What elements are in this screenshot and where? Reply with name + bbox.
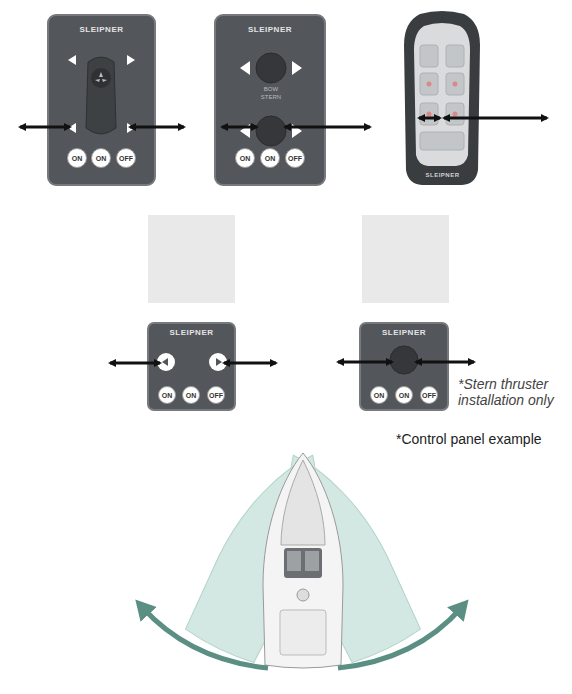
control-panel: SLEIPNER ON ON OFF (48, 15, 155, 185)
footnote: *Control panel example (396, 431, 542, 447)
button-label: ON (72, 155, 83, 162)
power-button: ON (260, 148, 280, 168)
power-button: ON (67, 148, 87, 168)
brand-name: SLEIPNER (425, 172, 459, 178)
button-label: OFF (209, 392, 223, 399)
button-label: OFF (119, 155, 133, 162)
brand-name: SLEIPNER (169, 328, 213, 337)
footnote: *Stern thruster installation only (458, 376, 568, 408)
power-button: OFF (420, 386, 438, 404)
control-panel: SLEIPNER ON ON OFF (360, 323, 448, 410)
power-button: ON (395, 386, 413, 404)
control-panel: SLEIPNER ON ON OFF (148, 323, 235, 410)
button-label: ON (374, 392, 385, 399)
button-label: ON (186, 392, 197, 399)
power-button: OFF (207, 386, 225, 404)
remote-control: SLEIPNER (405, 12, 480, 185)
button-label: OFF (288, 155, 302, 162)
power-button: ON (370, 386, 388, 404)
button-label: ON (399, 392, 410, 399)
button-label: ON (265, 155, 276, 162)
thruster-label: STERN (261, 94, 281, 100)
control-panel: SLEIPNER ON ON OFF (215, 15, 325, 185)
power-button: ON (235, 148, 255, 168)
power-button: ON (158, 386, 176, 404)
button-label: ON (240, 155, 251, 162)
button-label: ON (162, 392, 173, 399)
power-button: OFF (285, 148, 305, 168)
brand-name: SLEIPNER (382, 328, 426, 337)
power-button: ON (182, 386, 200, 404)
power-button: OFF (116, 148, 136, 168)
brand-name: SLEIPNER (79, 25, 123, 34)
thruster-label: BOW (264, 86, 278, 92)
button-label: ON (96, 155, 107, 162)
button-label: OFF (422, 392, 436, 399)
power-button: ON (91, 148, 111, 168)
brand-name: SLEIPNER (248, 25, 292, 34)
